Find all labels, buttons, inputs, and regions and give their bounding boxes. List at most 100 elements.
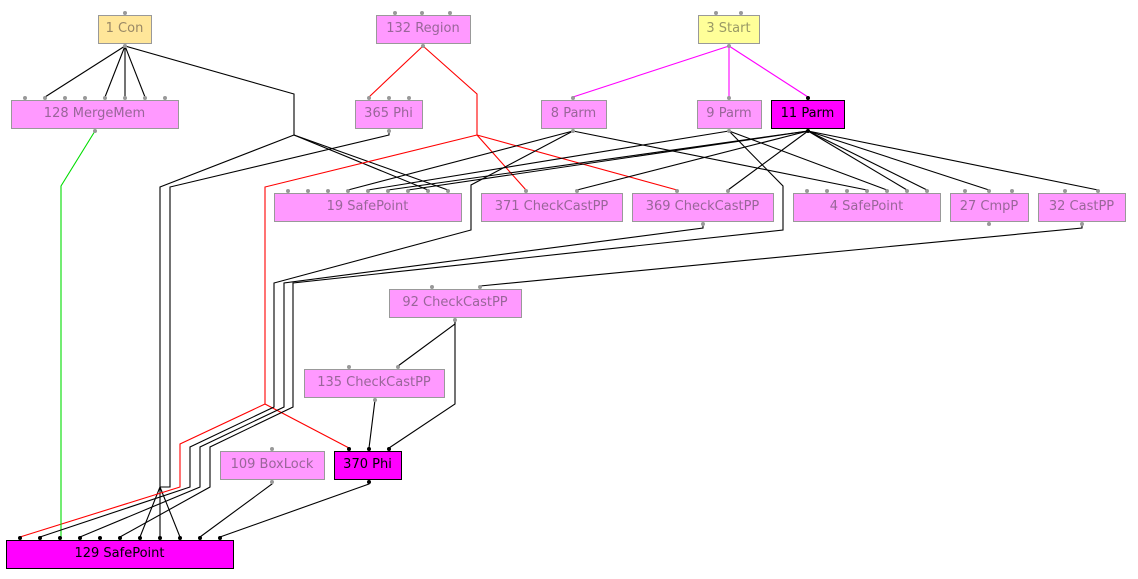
edge-data[interactable] <box>159 486 181 538</box>
graph-node-27[interactable]: 27 CmpP <box>950 193 1029 222</box>
input-slot[interactable] <box>138 536 142 540</box>
graph-node-371[interactable]: 371 CheckCastPP <box>481 193 623 222</box>
node-box[interactable] <box>376 15 471 44</box>
graph-node-370[interactable]: 370 Phi <box>334 451 402 480</box>
input-slot[interactable] <box>43 96 47 100</box>
edge-data[interactable] <box>124 45 146 98</box>
input-slot[interactable] <box>714 11 718 15</box>
input-slot[interactable] <box>366 189 370 193</box>
edge-data[interactable] <box>807 130 1099 191</box>
node-box[interactable] <box>698 15 760 44</box>
input-slot[interactable] <box>63 96 67 100</box>
input-slot[interactable] <box>83 96 87 100</box>
input-slot[interactable] <box>23 96 27 100</box>
edge-start[interactable] <box>572 45 730 98</box>
input-slot[interactable] <box>78 536 82 540</box>
input-slot[interactable] <box>575 189 579 193</box>
graph-node-369[interactable]: 369 CheckCastPP <box>632 193 774 222</box>
edge-control[interactable] <box>19 403 266 538</box>
edge-control[interactable] <box>368 45 424 98</box>
edge-control[interactable] <box>264 134 478 449</box>
edge-data[interactable] <box>293 134 449 191</box>
node-box[interactable] <box>771 100 845 129</box>
input-slot[interactable] <box>825 189 829 193</box>
input-slot[interactable] <box>143 96 147 100</box>
input-slot[interactable] <box>306 189 310 193</box>
node-box[interactable] <box>274 193 462 222</box>
edge-control[interactable] <box>422 45 527 191</box>
node-box[interactable] <box>11 100 179 129</box>
input-slot[interactable] <box>286 189 290 193</box>
input-slot[interactable] <box>347 365 351 369</box>
graph-node-9[interactable]: 9 Parm <box>697 100 762 129</box>
input-slot[interactable] <box>420 11 424 15</box>
input-slot[interactable] <box>270 447 274 451</box>
input-slot[interactable] <box>163 96 167 100</box>
node-box[interactable] <box>793 193 941 222</box>
input-slot[interactable] <box>524 189 528 193</box>
input-slot[interactable] <box>58 536 62 540</box>
input-slot[interactable] <box>123 96 127 100</box>
output-slot[interactable] <box>727 44 731 48</box>
input-slot[interactable] <box>218 536 222 540</box>
output-slot[interactable] <box>987 222 991 226</box>
input-slot[interactable] <box>1063 189 1067 193</box>
input-slot[interactable] <box>726 189 730 193</box>
input-slot[interactable] <box>393 11 397 15</box>
input-slot[interactable] <box>406 189 410 193</box>
edge-data[interactable] <box>368 399 376 449</box>
input-slot[interactable] <box>178 536 182 540</box>
input-slot[interactable] <box>885 189 889 193</box>
input-slot[interactable] <box>430 285 434 289</box>
edge-data[interactable] <box>199 482 273 538</box>
output-slot[interactable] <box>727 129 731 133</box>
edge-start[interactable] <box>728 45 809 98</box>
output-slot[interactable] <box>270 480 274 484</box>
output-slot[interactable] <box>571 129 575 133</box>
node-box[interactable] <box>1038 193 1126 222</box>
input-slot[interactable] <box>1096 189 1100 193</box>
output-slot[interactable] <box>453 318 457 322</box>
edge-data[interactable] <box>44 45 126 98</box>
input-slot[interactable] <box>326 189 330 193</box>
input-slot[interactable] <box>396 365 400 369</box>
node-box[interactable] <box>481 193 623 222</box>
edge-data[interactable] <box>219 482 370 538</box>
graph-node-129[interactable]: 129 SafePoint <box>6 540 234 569</box>
node-box[interactable] <box>304 369 445 398</box>
output-slot[interactable] <box>421 44 425 48</box>
node-box[interactable] <box>98 15 152 44</box>
edge-data[interactable] <box>576 130 809 191</box>
edge-data[interactable] <box>119 130 784 538</box>
edge-data[interactable] <box>139 134 295 538</box>
edge-data[interactable] <box>388 320 456 449</box>
node-box[interactable] <box>334 451 402 480</box>
output-slot[interactable] <box>701 222 705 226</box>
edge-data[interactable] <box>104 45 126 98</box>
input-slot[interactable] <box>158 536 162 540</box>
input-slot[interactable] <box>367 447 371 451</box>
edge-data[interactable] <box>807 130 928 191</box>
node-box[interactable] <box>355 100 423 129</box>
edge-data[interactable] <box>397 320 456 367</box>
input-slot[interactable] <box>346 189 350 193</box>
node-box[interactable] <box>632 193 774 222</box>
node-box[interactable] <box>697 100 762 129</box>
input-slot[interactable] <box>18 536 22 540</box>
graph-node-11[interactable]: 11 Parm <box>771 100 845 129</box>
edge-data[interactable] <box>39 130 574 538</box>
input-slot[interactable] <box>387 447 391 451</box>
input-slot[interactable] <box>38 536 42 540</box>
node-box[interactable] <box>950 193 1029 222</box>
input-slot[interactable] <box>118 536 122 540</box>
graph-node-19[interactable]: 19 SafePoint <box>274 193 462 222</box>
input-slot[interactable] <box>407 96 411 100</box>
input-slot[interactable] <box>98 536 102 540</box>
output-slot[interactable] <box>373 398 377 402</box>
input-slot[interactable] <box>367 96 371 100</box>
edge-data[interactable] <box>367 130 730 191</box>
graph-node-128[interactable]: 128 MergeMem <box>11 100 179 129</box>
edge-data[interactable] <box>727 130 809 191</box>
edge-data[interactable] <box>807 130 990 191</box>
